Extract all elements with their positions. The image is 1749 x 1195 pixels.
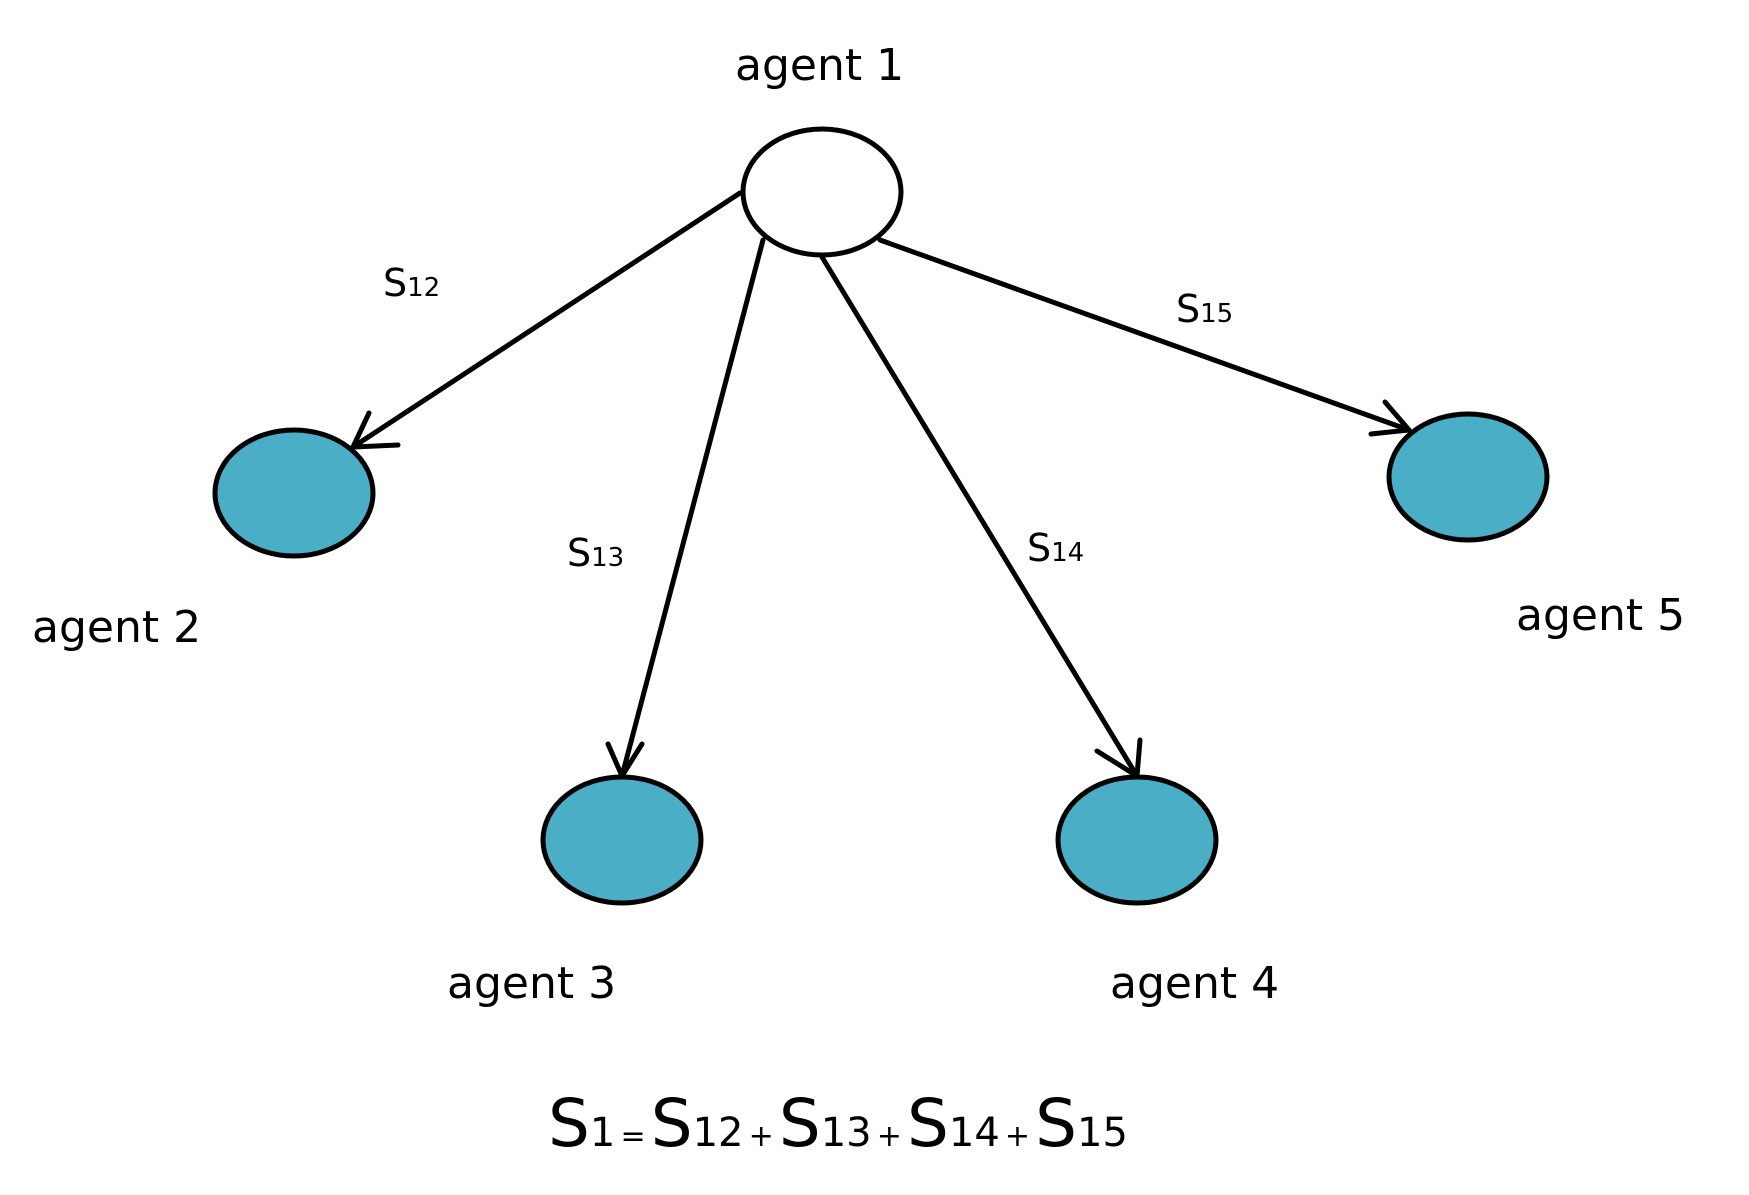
formula-plus-3: +: [1005, 1119, 1030, 1154]
sum-formula: S1 = S12 + S13 + S14 + S15: [548, 1085, 1128, 1162]
edge-label-s14-sub: 14: [1051, 538, 1084, 568]
edge-label-s13-sub: 13: [591, 543, 624, 573]
arrowhead-1-2: [350, 410, 401, 450]
edge-1-2: [350, 190, 743, 450]
formula-term-3-sub: 14: [949, 1110, 1000, 1156]
formula-term-2-main: S: [779, 1085, 821, 1162]
label-agent-4: agent 4: [1110, 958, 1279, 1009]
edge-label-s15-main: S: [1176, 287, 1200, 331]
formula-term-1-main: S: [651, 1085, 693, 1162]
node-agent-2: [212, 427, 376, 559]
edge-label-s15-sub: 15: [1200, 299, 1233, 329]
nodes: [212, 126, 1550, 906]
formula-term-3-main: S: [907, 1085, 949, 1162]
formula-term-2-sub: 13: [821, 1110, 872, 1156]
arrowhead-1-5: [1368, 399, 1412, 437]
formula-lhs-sub: 1: [590, 1110, 615, 1156]
formula-term-4-main: S: [1035, 1085, 1077, 1162]
edge-label-s14-main: S: [1027, 526, 1051, 570]
formula-equals: =: [620, 1119, 645, 1154]
edge-labels: S12 S13 S14 S15: [383, 261, 1233, 575]
label-agent-3: agent 3: [447, 958, 616, 1009]
formula-lhs-main: S: [548, 1085, 590, 1162]
edge-1-3: [619, 237, 766, 779]
formula-plus-1: +: [749, 1119, 774, 1154]
edge-1-5: [877, 237, 1412, 433]
edge-label-s13: S13: [567, 531, 624, 575]
edges: [350, 190, 1412, 779]
edge-label-s14: S14: [1027, 526, 1084, 570]
node-agent-5: [1386, 411, 1550, 543]
formula-plus-2: +: [877, 1119, 902, 1154]
edge-label-s12-main: S: [383, 261, 407, 305]
node-agent-1: [740, 126, 904, 258]
formula-term-4-sub: 15: [1077, 1110, 1128, 1156]
formula-term-1-sub: 12: [693, 1110, 744, 1156]
label-agent-1: agent 1: [735, 40, 904, 91]
label-agent-2: agent 2: [32, 602, 201, 653]
edge-label-s12-sub: 12: [407, 273, 440, 303]
edge-label-s13-main: S: [567, 531, 591, 575]
node-agent-4: [1055, 774, 1219, 906]
edge-1-4: [819, 254, 1140, 779]
edge-label-s12: S12: [383, 261, 440, 305]
edge-label-s15: S15: [1176, 287, 1233, 331]
node-agent-3: [540, 774, 704, 906]
node-labels: agent 1 agent 2 agent 3 agent 4 agent 5: [32, 40, 1685, 1009]
label-agent-5: agent 5: [1516, 590, 1685, 641]
